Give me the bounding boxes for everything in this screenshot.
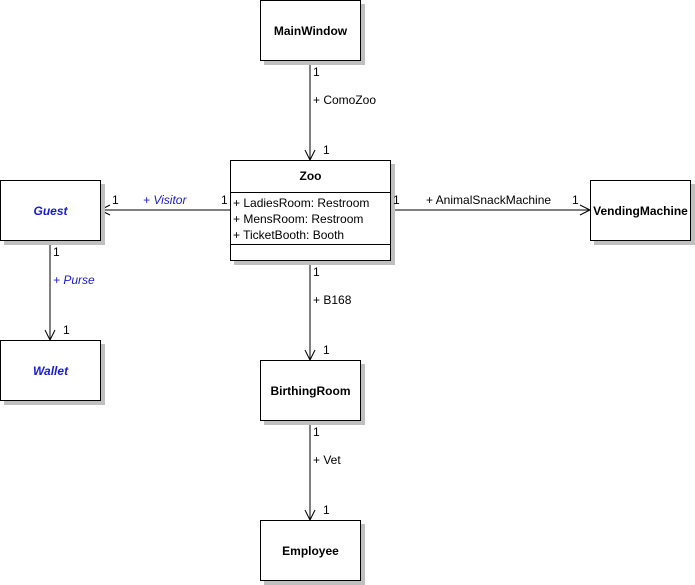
target-multiplicity: 1: [323, 343, 330, 357]
attribute: + LadiesRoom: Restroom: [233, 196, 370, 210]
target-multiplicity: 1: [112, 193, 119, 207]
source-multiplicity: 1: [53, 245, 60, 259]
role-label: + AnimalSnackMachine: [426, 193, 552, 207]
target-multiplicity: 1: [63, 323, 70, 337]
class-vendingmachine[interactable]: VendingMachine: [590, 180, 691, 241]
source-multiplicity: 1: [313, 65, 320, 79]
class-birthingroom[interactable]: BirthingRoom: [260, 360, 361, 421]
source-multiplicity: 1: [393, 193, 400, 207]
role-label: + Purse: [53, 273, 95, 287]
class-name: MainWindow: [273, 23, 348, 38]
source-multiplicity: 1: [313, 265, 320, 279]
class-guest[interactable]: Guest: [0, 180, 101, 241]
attribute: + MensRoom: Restroom: [233, 212, 364, 226]
attribute: + TicketBooth: Booth: [233, 228, 345, 242]
target-multiplicity: 1: [323, 143, 330, 157]
class-name: Guest: [33, 203, 68, 218]
attribute-compartment: + LadiesRoom: Restroom + MensRoom: Restr…: [231, 193, 390, 245]
class-mainwindow[interactable]: MainWindow: [260, 0, 361, 61]
class-name: VendingMachine: [593, 203, 688, 218]
role-label: + Vet: [313, 453, 341, 467]
class-zoo[interactable]: Zoo + LadiesRoom: Restroom + MensRoom: R…: [230, 160, 391, 261]
class-employee[interactable]: Employee: [260, 520, 361, 581]
class-wallet[interactable]: Wallet: [0, 340, 101, 401]
role-label: + ComoZoo: [313, 93, 377, 107]
role-label: + B168: [313, 293, 352, 307]
class-name: Zoo: [231, 161, 390, 193]
class-name: Wallet: [32, 363, 69, 378]
source-multiplicity: 1: [221, 193, 228, 207]
class-name: BirthingRoom: [270, 383, 351, 398]
class-name: Employee: [282, 543, 339, 558]
role-label: + Visitor: [143, 193, 187, 207]
target-multiplicity: 1: [572, 193, 579, 207]
target-multiplicity: 1: [323, 503, 330, 517]
source-multiplicity: 1: [313, 425, 320, 439]
